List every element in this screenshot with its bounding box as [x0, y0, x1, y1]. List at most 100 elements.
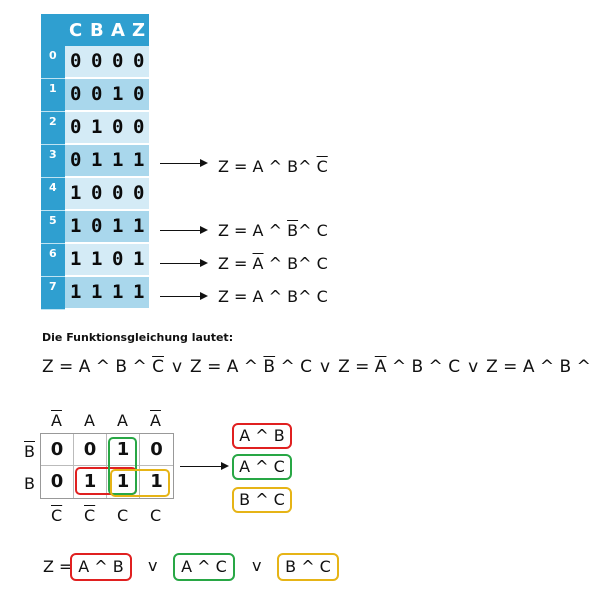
bit-cell: 1 — [70, 248, 82, 270]
bit-cell: 1 — [70, 281, 82, 303]
bit-cell: 1 — [133, 281, 145, 303]
bit-cell: 0 — [133, 116, 145, 138]
kv-cell: 0 — [41, 466, 74, 498]
header-a: A — [111, 20, 125, 41]
term-box-red: A ^ B — [232, 423, 292, 449]
eq-and: ^ — [298, 157, 317, 176]
row-index-label: 6 — [49, 247, 57, 260]
header-c: C — [69, 20, 83, 41]
term2-b-negated: B — [263, 357, 276, 377]
eq-z: Z = — [218, 221, 253, 240]
row-index: 5 — [41, 211, 65, 244]
kv-top-label-a: A — [117, 411, 128, 430]
equation-row3: Z = A ^ B^ C — [218, 157, 328, 176]
row-index: 1 — [41, 79, 65, 112]
kv-left-label-not-b: B — [24, 442, 35, 461]
term1: Z = A ^ B ^ — [42, 357, 153, 377]
bit-cell: 1 — [112, 215, 124, 237]
eq-and: ^ — [298, 254, 317, 273]
eq-a: A — [252, 287, 264, 306]
header-b: B — [90, 20, 104, 41]
eq-and: ^ — [298, 221, 317, 240]
kv-cell: 1 — [107, 434, 140, 466]
term3-a-negated: A — [374, 357, 387, 377]
term-box-yellow: B ^ C — [232, 487, 292, 513]
term2: Z = A ^ — [190, 357, 264, 377]
eq-c: C — [316, 287, 328, 306]
arrow-row7-head — [200, 292, 208, 300]
function-equation-caption: Die Funktionsgleichung lautet: — [42, 331, 234, 344]
truth-table-header: C B A Z — [41, 14, 149, 46]
kv-cell: 0 — [74, 434, 107, 466]
bit-cell: 0 — [112, 248, 124, 270]
eq-a: A — [252, 221, 264, 240]
or-operator: v — [320, 357, 331, 377]
bit-cell: 1 — [112, 83, 124, 105]
term2-suffix: ^ C — [275, 357, 313, 377]
term1-c-negated: C — [152, 357, 164, 377]
result-or: v — [148, 556, 158, 575]
bit-cell: 1 — [91, 149, 103, 171]
bit-cell: 0 — [133, 50, 145, 72]
result-term-red: A ^ B — [70, 553, 132, 581]
eq-z: Z = — [218, 287, 253, 306]
equation-row7: Z = A ^ B^ C — [218, 287, 328, 306]
eq-b: B — [287, 157, 299, 176]
term3-suffix: ^ B ^ C — [386, 357, 461, 377]
header-z: Z — [132, 20, 146, 41]
arrow-row3-head — [200, 159, 208, 167]
or-operator: v — [468, 357, 479, 377]
row-index-label: 0 — [49, 49, 57, 62]
or-operator: v — [171, 357, 183, 377]
bit-cell: 0 — [70, 50, 82, 72]
row-index-label: 1 — [49, 82, 57, 95]
row-index-label: 3 — [49, 148, 57, 161]
row-index-label: 7 — [49, 280, 57, 293]
row-index: 4 — [41, 178, 65, 211]
bit-cell: 0 — [133, 182, 145, 204]
row-index: 7 — [41, 277, 65, 310]
bit-cell: 0 — [112, 182, 124, 204]
result-term-yellow: B ^ C — [277, 553, 339, 581]
bit-cell: 1 — [91, 116, 103, 138]
row-index-label: 5 — [49, 214, 57, 227]
result-z: Z = — [43, 557, 73, 576]
bit-cell: 1 — [133, 215, 145, 237]
kv-top-label-not-a: A — [51, 411, 62, 430]
equation-row5: Z = A ^ B^ C — [218, 221, 328, 240]
arrow-row3 — [160, 163, 202, 164]
bit-cell: 1 — [70, 182, 82, 204]
arrow-row5-head — [200, 226, 208, 234]
bit-cell: 0 — [70, 116, 82, 138]
bit-cell: 0 — [112, 50, 124, 72]
eq-c-negated: C — [316, 157, 328, 176]
arrow-row6-head — [200, 259, 208, 267]
row-index: 6 — [41, 244, 65, 277]
eq-and: ^ — [263, 157, 288, 176]
kv-bottom-label-not-c: C — [51, 506, 63, 525]
eq-b: B — [287, 254, 299, 273]
bit-cell: 1 — [91, 281, 103, 303]
arrow-row7 — [160, 296, 202, 297]
group-green-loop — [108, 437, 137, 495]
arrow-row5 — [160, 230, 202, 231]
kv-cell: 0 — [41, 434, 74, 466]
eq-c: C — [316, 221, 328, 240]
eq-b-negated: B — [287, 221, 299, 240]
eq-z: Z = — [218, 157, 253, 176]
kv-map: 0 0 1 0 0 1 1 1 — [40, 433, 174, 499]
